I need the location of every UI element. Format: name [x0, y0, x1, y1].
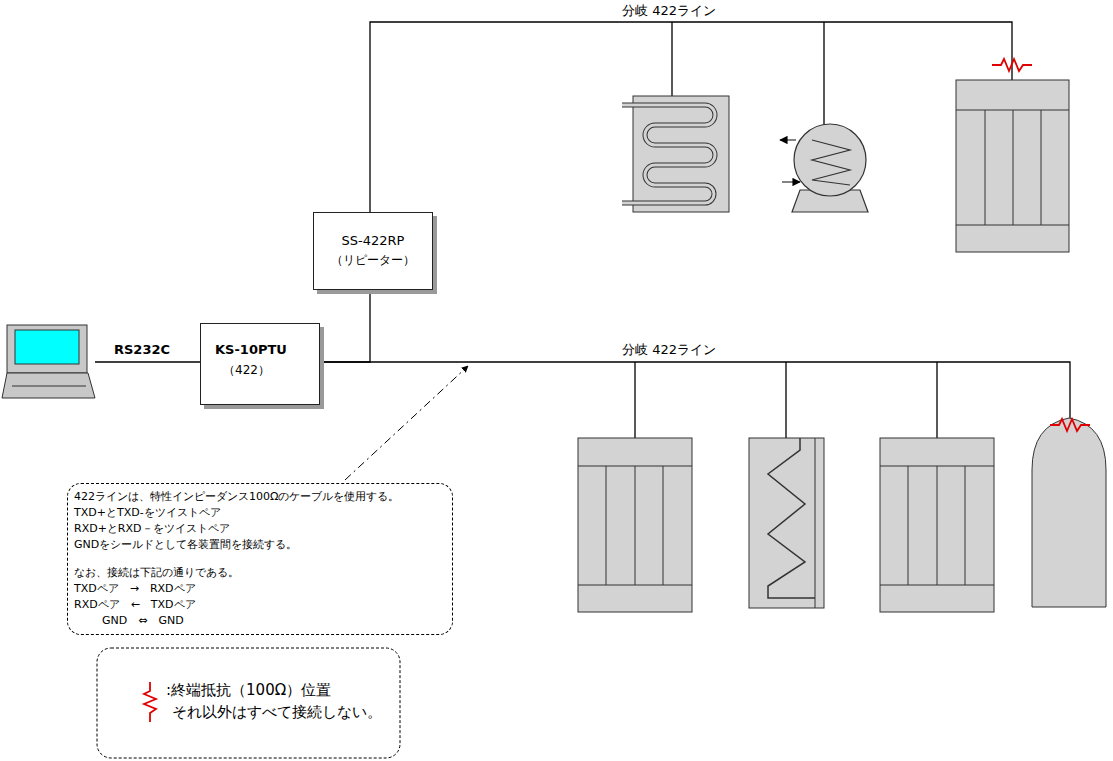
- line-label: 分岐 422ライン: [622, 3, 716, 19]
- laptop-icon: [15, 330, 79, 364]
- note-text: なお、接続は下記の通りである。: [74, 565, 444, 581]
- laptop-icon: [2, 325, 95, 398]
- leader-line: [345, 366, 468, 480]
- tower-unit-icon: [956, 80, 1069, 252]
- laptop-icon: [7, 325, 87, 373]
- pump-icon: [780, 124, 868, 212]
- heater-icon: [749, 438, 824, 608]
- legend-text: :終端抵抗（100Ω）位置: [166, 681, 331, 699]
- device-box: SS-422RP （リピーター）: [313, 212, 433, 290]
- heater-icon: [815, 438, 816, 608]
- pump-icon: [782, 181, 800, 182]
- wires: [95, 22, 1070, 438]
- legend-frame: [97, 648, 400, 758]
- pump-icon: [780, 139, 796, 140]
- gas-cylinder-icon: [1032, 418, 1106, 607]
- note-text: GND ⇔ GND: [102, 613, 444, 629]
- pump-icon: [812, 140, 850, 185]
- note-text: GNDをシールドとして各装置間を接続する。: [74, 537, 444, 553]
- note-text: 422ラインは、特性インピーダンス100Ωのケーブルを使用する。: [74, 489, 444, 505]
- legend-note: それ以外はすべて接続しない。: [172, 704, 382, 720]
- bus-connector: [320, 290, 370, 362]
- gas-cylinder-icon: [1032, 418, 1106, 607]
- note-text: TXD+とTXD-をツイストペア: [74, 505, 444, 521]
- wires: [320, 362, 1070, 418]
- note-box: 422ラインは、特性インピーダンス100Ωのケーブルを使用する。TXD+とTXD…: [67, 483, 453, 635]
- signal-label: RS232C: [114, 342, 170, 358]
- resistor-symbol: [144, 59, 1090, 722]
- device-name: （リピーター）: [320, 252, 426, 268]
- tower-unit-icon: [880, 438, 994, 612]
- tower-unit-icon: [880, 466, 994, 585]
- heater-icon: [749, 438, 824, 608]
- note-text: TXDペア → RXDペア: [74, 581, 444, 597]
- device-name: （422）: [223, 362, 289, 378]
- tower-unit-icon: [578, 466, 692, 585]
- heat-exchanger-icon: [622, 105, 715, 203]
- line-label: 分岐 422ライン: [622, 342, 716, 358]
- resistor-symbol: [992, 59, 1032, 71]
- wires: [370, 22, 1012, 212]
- tower-unit-icon: [578, 438, 692, 612]
- tower-unit-icon: [956, 110, 1069, 225]
- device-name: SS-422RP: [320, 233, 426, 249]
- leader-line: [345, 366, 468, 480]
- wires: [95, 361, 200, 362]
- resistor-symbol: [144, 682, 156, 722]
- note-text: RXDペア ← TXDペア: [74, 597, 444, 613]
- device-name: KS-10PTU: [215, 342, 289, 358]
- legend-frame: [97, 648, 400, 758]
- heater-icon: [768, 438, 815, 598]
- heat-exchanger-icon: [622, 96, 729, 212]
- wires: [635, 362, 937, 438]
- heat-exchanger-icon: [622, 105, 715, 203]
- device-box: KS-10PTU （422）: [200, 323, 320, 405]
- tower-unit-icon: [578, 80, 1069, 612]
- resistor-symbol: [1050, 419, 1090, 431]
- laptop-icon: [2, 373, 95, 398]
- laptop-icon: [12, 386, 86, 387]
- note-text: RXD+とRXD－をツイストペア: [74, 521, 444, 537]
- pump-icon: [794, 124, 866, 196]
